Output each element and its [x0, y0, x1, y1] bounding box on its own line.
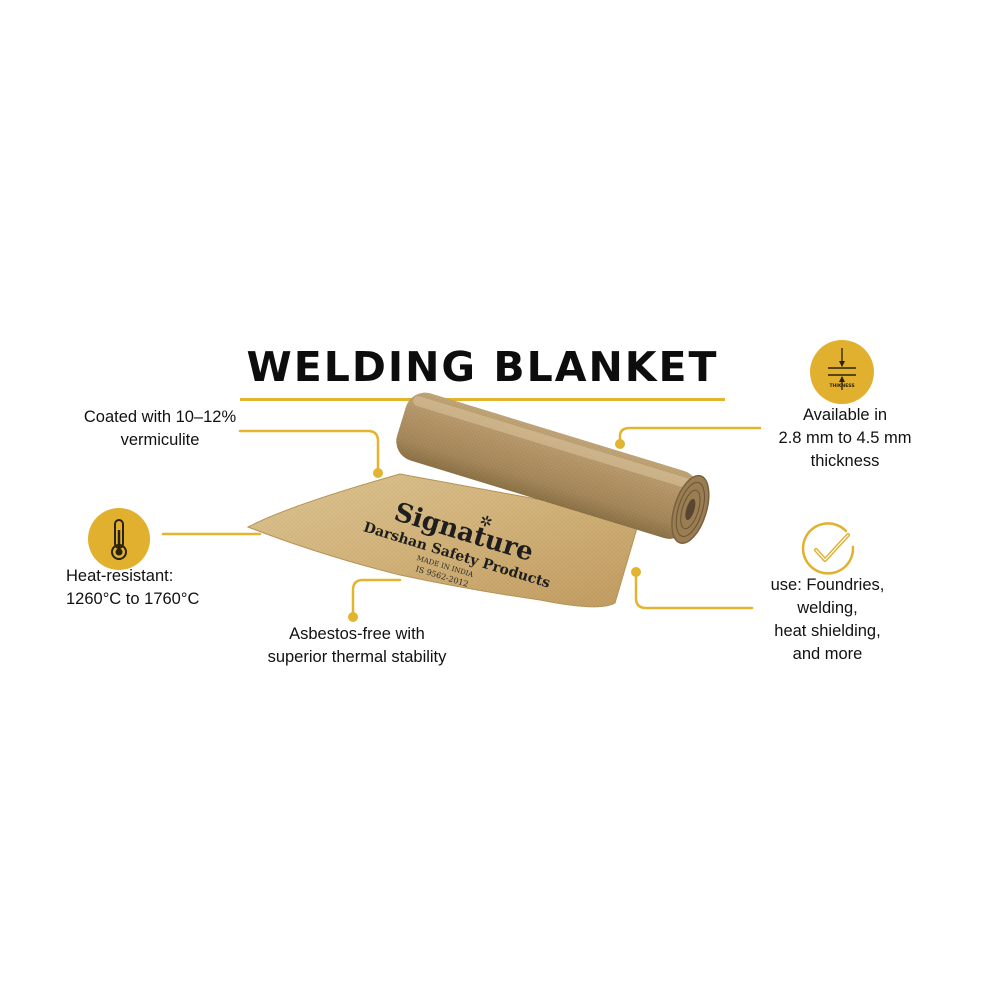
feature-heat-line1: Heat-resistant:: [66, 567, 174, 585]
feature-vermiculite-line1: Coated with 10–12%: [83, 408, 237, 426]
feature-uses-line2: welding,: [797, 599, 858, 617]
feature-asbestos: Asbestos-free with superior thermal stab…: [232, 623, 482, 669]
feature-uses: use: Foundries, welding, heat shielding,…: [745, 574, 910, 666]
feature-vermiculite-line2: vermiculite: [120, 431, 200, 449]
feature-uses-line3: heat shielding,: [774, 622, 881, 640]
feature-heat: Heat-resistant: 1260°C to 1760°C: [66, 565, 226, 611]
title-underline: [240, 398, 725, 401]
connector-thickness: [618, 426, 762, 445]
feature-uses-line1: use: Foundries,: [770, 576, 885, 594]
feature-heat-line2: 1260°C to 1760°C: [66, 590, 200, 608]
connector-dot-thickness: [615, 439, 625, 449]
svg-text:✲: ✲: [477, 511, 494, 532]
connector-vermiculite: [238, 429, 380, 472]
feature-asbestos-line2: superior thermal stability: [267, 648, 447, 666]
feature-thickness-line1: Available in: [802, 406, 888, 424]
feature-thickness-line2: 2.8 mm to 4.5 mm: [778, 429, 912, 447]
page-title: WELDING BLANKET: [246, 343, 719, 391]
connector-dot-asbestos: [348, 612, 358, 622]
feature-vermiculite: Coated with 10–12% vermiculite: [50, 406, 270, 452]
blanket-roll: [396, 392, 710, 544]
connector-asbestos: [351, 578, 402, 617]
thermometer-icon: [88, 508, 150, 570]
feature-thickness-line3: thickness: [810, 452, 880, 470]
thickness-icon-caption: THIKNESS: [829, 383, 854, 389]
feature-uses-line4: and more: [792, 645, 863, 663]
connector-dot-uses: [631, 567, 641, 577]
feature-thickness: Available in 2.8 mm to 4.5 mm thickness: [755, 404, 935, 473]
feature-asbestos-line1: Asbestos-free with: [289, 625, 425, 643]
connector-dot-vermiculite: [373, 468, 383, 478]
check-icon: [796, 517, 862, 583]
thickness-icon: THIKNESS: [810, 340, 874, 404]
connector-uses: [634, 571, 754, 610]
